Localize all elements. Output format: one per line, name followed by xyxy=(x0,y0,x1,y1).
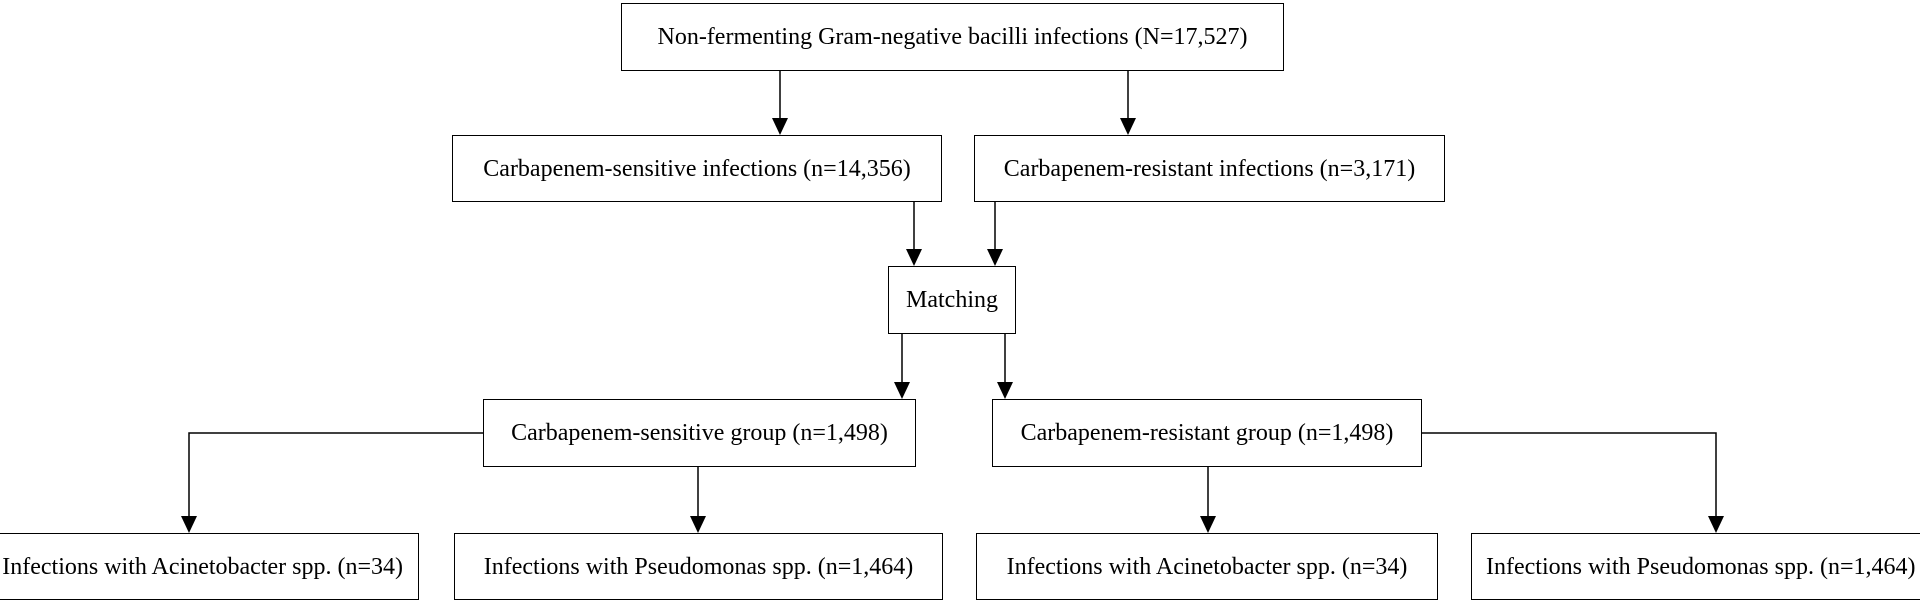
edge-resistant-group-to-acinetobacter xyxy=(1200,467,1216,533)
edge-sensitive-group-to-acinetobacter xyxy=(181,432,483,533)
carbapenem-sensitive-group-label: Carbapenem-sensitive group (n=1,498) xyxy=(511,420,888,446)
edge-sensitive-infections-to-matching xyxy=(906,202,922,266)
carbapenem-resistant-infections-label: Carbapenem-resistant infections (n=3,171… xyxy=(1003,155,1416,182)
sensitive-acinetobacter-node: Infections with Acinetobacter spp. (n=34… xyxy=(0,533,419,600)
carbapenem-sensitive-infections-node: Carbapenem-sensitive infections (n=14,35… xyxy=(452,135,942,202)
edge-root-to-resistant-infections xyxy=(1120,71,1136,135)
edge-matching-to-resistant-group xyxy=(997,334,1013,399)
matching-node: Matching xyxy=(888,266,1016,334)
carbapenem-resistant-group-node: Carbapenem-resistant group (n=1,498) xyxy=(992,399,1422,467)
edge-sensitive-group-to-pseudomonas xyxy=(690,467,706,533)
edge-resistant-group-to-pseudomonas xyxy=(1422,432,1724,533)
root-population-label: Non-fermenting Gram-negative bacilli inf… xyxy=(657,24,1248,50)
carbapenem-resistant-group-label: Carbapenem-resistant group (n=1,498) xyxy=(1020,420,1394,446)
carbapenem-sensitive-group-node: Carbapenem-sensitive group (n=1,498) xyxy=(483,399,916,467)
edge-resistant-infections-to-matching xyxy=(987,202,1003,266)
sensitive-pseudomonas-label: Infections with Pseudomonas spp. (n=1,46… xyxy=(483,553,914,580)
edge-matching-to-sensitive-group xyxy=(894,334,910,399)
carbapenem-resistant-infections-node: Carbapenem-resistant infections (n=3,171… xyxy=(974,135,1445,202)
resistant-acinetobacter-label: Infections with Acinetobacter spp. (n=34… xyxy=(1006,553,1408,580)
matching-label: Matching xyxy=(906,287,998,313)
resistant-pseudomonas-node: Infections with Pseudomonas spp. (n=1,46… xyxy=(1471,533,1920,600)
edge-root-to-sensitive-infections xyxy=(772,71,788,135)
carbapenem-sensitive-infections-label: Carbapenem-sensitive infections (n=14,35… xyxy=(483,155,911,182)
sensitive-acinetobacter-label: Infections with Acinetobacter spp. (n=34… xyxy=(2,553,403,580)
sensitive-pseudomonas-node: Infections with Pseudomonas spp. (n=1,46… xyxy=(454,533,943,600)
root-population-node: Non-fermenting Gram-negative bacilli inf… xyxy=(621,3,1284,71)
resistant-pseudomonas-label: Infections with Pseudomonas spp. (n=1,46… xyxy=(1486,553,1916,580)
resistant-acinetobacter-node: Infections with Acinetobacter spp. (n=34… xyxy=(976,533,1438,600)
